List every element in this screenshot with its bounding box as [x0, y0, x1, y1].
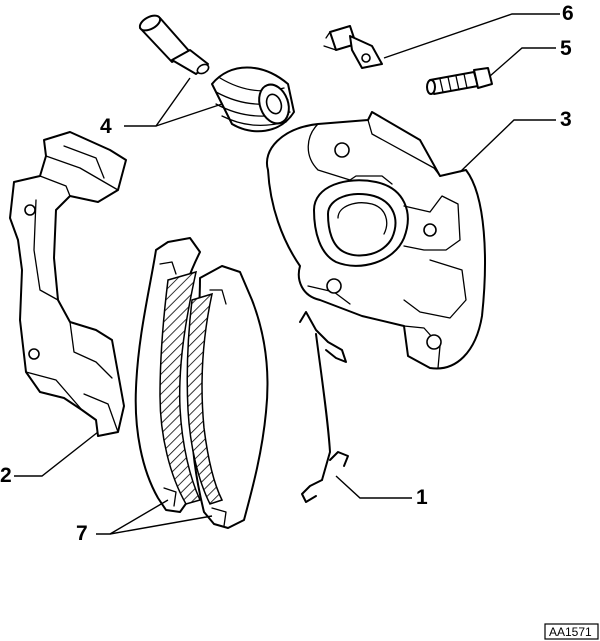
- leader-line-4-a: [124, 77, 191, 127]
- callout-label-3: 3: [560, 108, 572, 131]
- leader-line-7-a: [96, 499, 169, 535]
- wear-indicator-connector: [323, 25, 383, 69]
- leader-line-2: [14, 431, 99, 477]
- leader-line-1: [335, 475, 412, 499]
- bleed-screw: [426, 67, 493, 95]
- friction-lining-outer: [186, 292, 224, 505]
- friction-lining-inner: [159, 270, 202, 505]
- leader-line-7-b: [109, 515, 213, 535]
- anchor-bracket: [9, 131, 127, 437]
- callout-label-6: 6: [562, 2, 574, 25]
- drawing-code-box: AA1571: [544, 623, 599, 640]
- anti-rattle-spring: [299, 311, 349, 503]
- leader-lines: [14, 13, 560, 535]
- guide-pin: [138, 14, 210, 75]
- caliper-body: [265, 111, 486, 370]
- drawing-code: AA1571: [549, 625, 592, 639]
- leader-line-6: [383, 13, 560, 59]
- callout-label-1: 1: [416, 486, 428, 509]
- leader-line-4-b: [155, 103, 223, 127]
- rubber-boot: [211, 66, 295, 133]
- callout-label-2: 2: [0, 464, 12, 487]
- leader-line-5: [489, 47, 556, 77]
- callout-label-5: 5: [560, 37, 572, 60]
- callout-label-7: 7: [76, 522, 88, 545]
- pad-backing-details: [159, 261, 227, 527]
- leader-line-3: [459, 119, 556, 173]
- callout-label-4: 4: [100, 115, 112, 138]
